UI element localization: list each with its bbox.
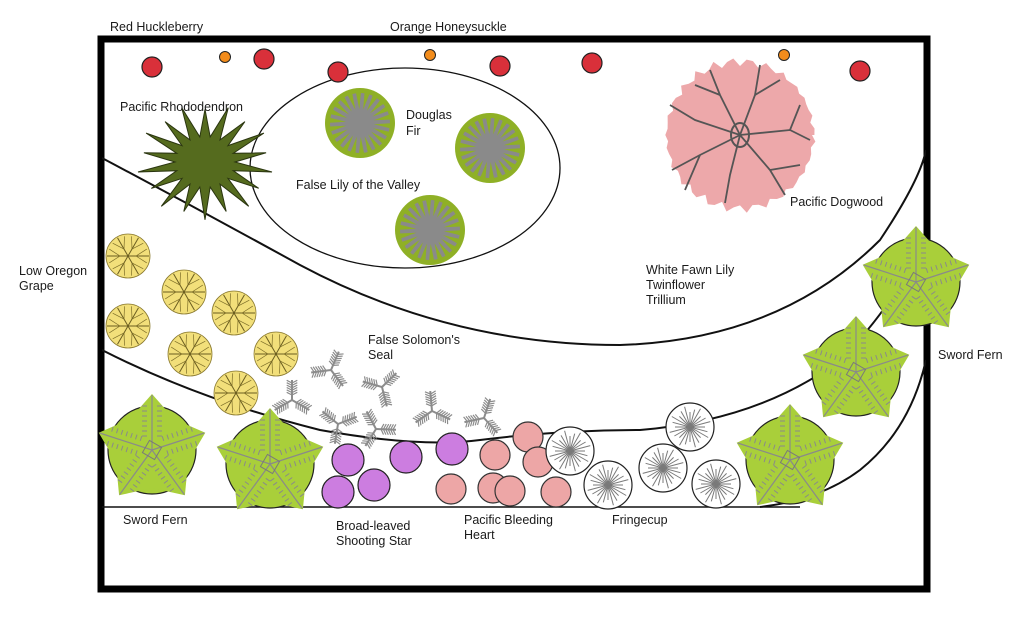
douglas-fir-plant bbox=[325, 88, 395, 158]
false-solomons-seal-plant bbox=[319, 407, 359, 445]
douglas-fir-plant bbox=[455, 113, 525, 183]
red-huckleberry-plant bbox=[489, 55, 511, 77]
label-pacific-dogwood: Pacific Dogwood bbox=[790, 195, 883, 209]
red-huckleberry-plant bbox=[253, 48, 275, 70]
low-oregon-grape-plant bbox=[253, 331, 299, 377]
fringecup-plant bbox=[545, 426, 595, 476]
red-huckleberry-plant bbox=[581, 52, 603, 74]
label-false-solomons-seal-2: Seal bbox=[368, 348, 393, 362]
label-trillium: Trillium bbox=[646, 293, 686, 307]
red-huckleberry-plant bbox=[327, 61, 349, 83]
low-oregon-grape-plant bbox=[167, 331, 213, 377]
label-white-fawn-lily: White Fawn Lily bbox=[646, 263, 735, 277]
label-douglas-fir-2: Fir bbox=[406, 124, 421, 138]
label-false-lily: False Lily of the Valley bbox=[296, 178, 421, 192]
label-orange-honeysuckle: Orange Honeysuckle bbox=[390, 20, 507, 34]
label-pacific-rhododendron: Pacific Rhododendron bbox=[120, 100, 243, 114]
sword-fern-plant bbox=[98, 394, 206, 496]
false-solomons-seal-plant bbox=[361, 369, 401, 408]
sword-fern-plant bbox=[802, 316, 910, 418]
label-false-solomons-seal-1: False Solomon's bbox=[368, 333, 460, 347]
upper-bed-boundary bbox=[102, 149, 926, 347]
label-shooting-star-1: Broad-leaved bbox=[336, 519, 410, 533]
false-solomons-seal-plant bbox=[412, 390, 453, 427]
fringecup-plant bbox=[691, 459, 741, 509]
false-solomons-seal-plant bbox=[310, 349, 348, 390]
bleeding-heart-plant bbox=[479, 439, 511, 471]
sword-fern-plant bbox=[216, 408, 324, 510]
orange-honeysuckle-plant bbox=[219, 51, 231, 63]
label-sword-fern-right: Sword Fern bbox=[938, 348, 1003, 362]
label-bleeding-heart-2: Heart bbox=[464, 528, 495, 542]
fringecup-plant bbox=[638, 443, 688, 493]
douglas-fir-plant bbox=[395, 195, 465, 265]
low-oregon-grape-plant bbox=[105, 303, 151, 349]
label-low-oregon-grape-1: Low Oregon bbox=[19, 264, 87, 278]
label-douglas-fir-1: Douglas bbox=[406, 108, 452, 122]
fringecup-plant bbox=[665, 402, 715, 452]
low-oregon-grape-plant bbox=[161, 269, 207, 315]
low-oregon-grape-plant bbox=[105, 233, 151, 279]
orange-honeysuckle-plant bbox=[778, 49, 790, 61]
label-red-huckleberry: Red Huckleberry bbox=[110, 20, 204, 34]
label-low-oregon-grape-2: Grape bbox=[19, 279, 54, 293]
bleeding-heart-plant bbox=[435, 473, 467, 505]
label-twinflower: Twinflower bbox=[646, 278, 705, 292]
shooting-star-plant bbox=[357, 468, 391, 502]
false-solomons-seal-plant bbox=[463, 397, 502, 437]
pacific-rhododendron-plant bbox=[137, 107, 273, 220]
bleeding-heart-plant bbox=[540, 476, 572, 508]
shooting-star-plant bbox=[389, 440, 423, 474]
bleeding-heart-plant bbox=[494, 475, 526, 507]
red-huckleberry-plant bbox=[849, 60, 871, 82]
label-fringecup: Fringecup bbox=[612, 513, 668, 527]
sword-fern-plant bbox=[736, 404, 844, 506]
pacific-dogwood-plant bbox=[665, 58, 816, 213]
false-solomons-seal-plant bbox=[271, 379, 313, 415]
red-huckleberry-plant bbox=[141, 56, 163, 78]
low-oregon-grape-plant bbox=[211, 290, 257, 336]
shooting-star-plant bbox=[435, 432, 469, 466]
shooting-star-plant bbox=[321, 475, 355, 509]
label-bleeding-heart-1: Pacific Bleeding bbox=[464, 513, 553, 527]
orange-honeysuckle-plant bbox=[424, 49, 436, 61]
false-solomons-seal-plant bbox=[360, 408, 397, 449]
shooting-star-plant bbox=[331, 443, 365, 477]
low-oregon-grape-plant bbox=[213, 370, 259, 416]
label-sword-fern-bottom: Sword Fern bbox=[123, 513, 188, 527]
sword-fern-plant bbox=[862, 226, 970, 328]
label-shooting-star-2: Shooting Star bbox=[336, 534, 412, 548]
fringecup-plant bbox=[583, 460, 633, 510]
